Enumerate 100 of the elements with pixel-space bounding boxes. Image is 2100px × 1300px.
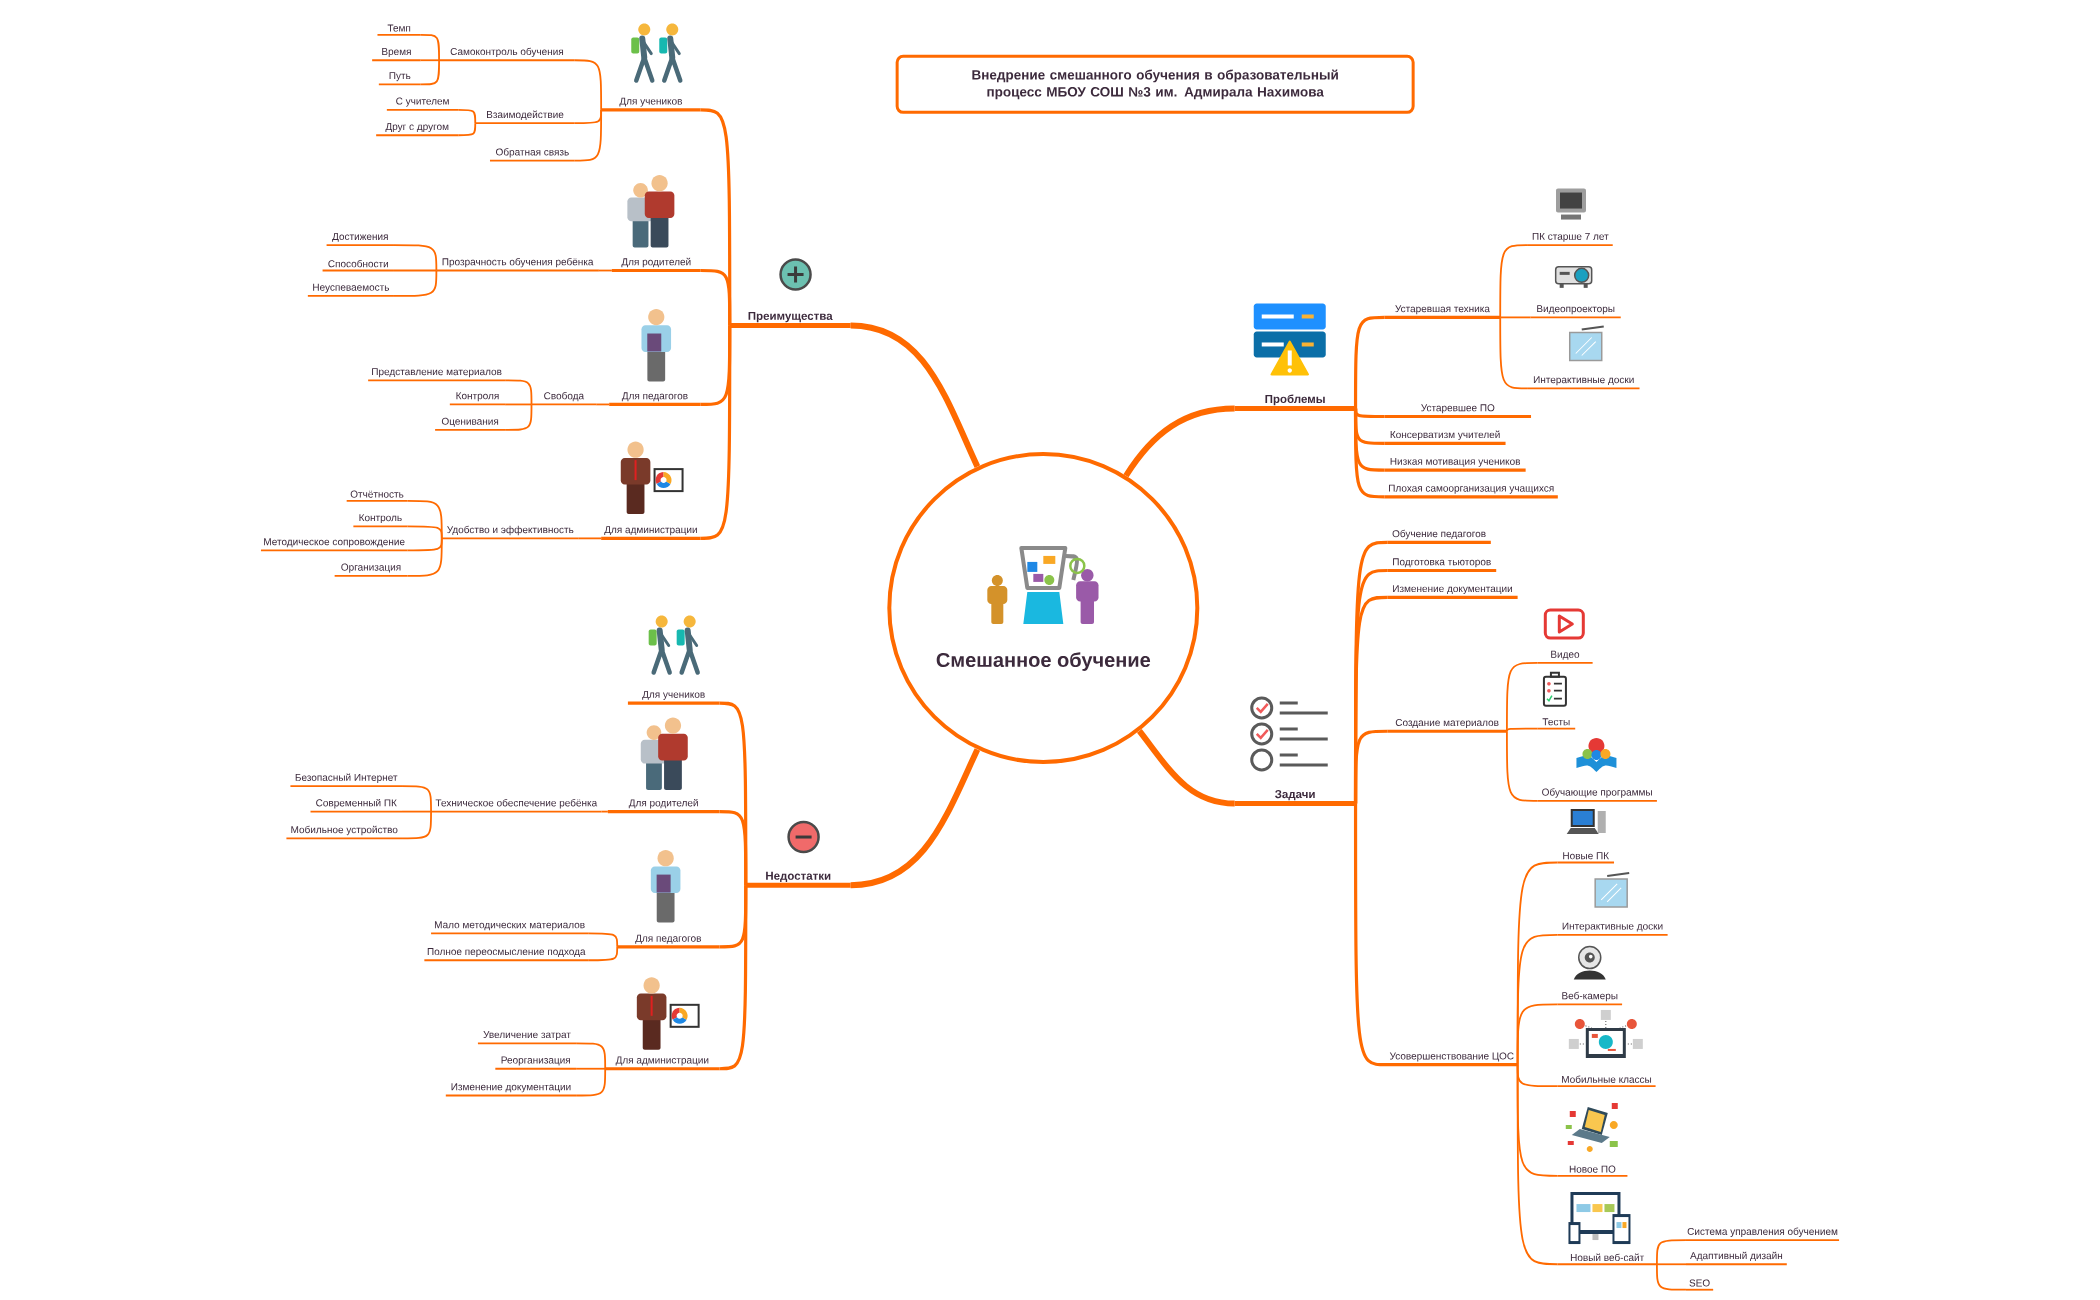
topic-label: Техническое обеспечение ребёнка	[430, 799, 603, 813]
branch-line	[1506, 730, 1539, 802]
topic-label: Видеопроекторы	[1529, 305, 1622, 319]
topic-label: Видео	[1536, 650, 1594, 664]
topic-label: Новые ПК	[1556, 852, 1615, 864]
topic-label: Плохая самоорганизация учащихся	[1384, 484, 1558, 499]
branch-line	[575, 1067, 607, 1097]
branch-line	[700, 268, 732, 326]
branch-line	[401, 785, 432, 813]
topic-label: Задачи	[1234, 790, 1356, 807]
topic-label: Для администрации	[605, 1056, 720, 1071]
topic-label: Неуспеваемость	[306, 283, 395, 297]
branch-line	[1506, 727, 1539, 733]
topic-label: Темп	[376, 24, 422, 36]
topic-label: Изменение документации	[444, 1083, 577, 1097]
topic-label: Устаревшее ПО	[1384, 404, 1532, 419]
topic-label: Устаревшая техника	[1384, 305, 1501, 319]
topic-label: Для родителей	[607, 798, 720, 814]
topic-label: Методическое сопровождение	[260, 538, 409, 552]
topic-label: Обучение педагогов	[1387, 529, 1491, 544]
topic-label: Для педагогов	[609, 392, 701, 407]
topic-label: Проблемы	[1234, 394, 1356, 411]
branch-line	[850, 748, 981, 889]
topic-label: Отчётность	[345, 490, 409, 502]
branch-line	[401, 810, 432, 840]
topic-label: Реорганизация	[494, 1056, 577, 1070]
topic-label: Мобильные классы	[1556, 1075, 1657, 1088]
topic-label: Создание материалов	[1387, 719, 1507, 733]
branch-line	[457, 122, 477, 137]
topic-label: Новое ПО	[1556, 1165, 1629, 1177]
topic-label: Для учеников	[601, 97, 701, 112]
topic-label: Для учеников	[627, 690, 720, 705]
topic-label: Удобство и эффективность	[440, 525, 580, 540]
topic-label: Для родителей	[611, 257, 701, 273]
topic-label: Полное переосмысление подхода	[423, 948, 590, 962]
topic-label: Взаимодействие	[474, 110, 576, 125]
branch-line	[1656, 1263, 1687, 1266]
topic-label: Низкая мотивация учеников	[1384, 457, 1526, 472]
branch-line	[600, 810, 609, 813]
topic-label: Веб-камеры	[1556, 991, 1623, 1006]
topic-label: SEO	[1685, 1279, 1715, 1291]
topic-label: Современный ПК	[309, 798, 403, 813]
topic-label: Для администрации	[601, 526, 701, 540]
topic-label: Друг с другом	[375, 123, 460, 137]
topic-label: Мало методических материалов	[430, 921, 590, 935]
topic-label: Система управления обучением	[1685, 1227, 1840, 1242]
branch-line	[598, 269, 613, 272]
topic-label: Свобода	[530, 391, 598, 406]
branch-line	[1656, 1239, 1687, 1266]
branch-line	[419, 59, 440, 86]
branch-line	[1123, 405, 1235, 478]
topic-label: Безопасный Интернет	[289, 773, 403, 788]
topic-label: Способности	[321, 259, 395, 272]
topic-label: Недостатки	[745, 871, 851, 888]
branch-line	[504, 403, 533, 406]
branch-line	[419, 33, 440, 62]
topic-label: Консерватизм учителей	[1384, 430, 1506, 445]
topic-label: Самоконтроль обучения	[438, 47, 576, 62]
branch-line	[457, 108, 477, 125]
topic-label: Изменение документации	[1387, 585, 1518, 599]
topic-label: Контроля	[448, 392, 507, 406]
topic-label: Усовершенствование ЦОС	[1386, 1052, 1518, 1067]
branch-line	[1516, 1003, 1559, 1066]
branch-line	[1516, 1063, 1559, 1266]
branch-line	[1353, 408, 1385, 499]
branch-line	[575, 1067, 607, 1070]
topic-label: Путь	[377, 72, 422, 86]
branch-line	[1136, 729, 1235, 807]
topic-label: ПК старше 7 лет	[1527, 232, 1614, 246]
topic-label: Для педагогов	[617, 934, 720, 949]
topic-label: Интерактивные доски	[1527, 376, 1641, 390]
topic-label: С учителем	[385, 97, 460, 111]
topic-label: Подготовка тьюторов	[1387, 558, 1497, 573]
branch-line	[1506, 662, 1539, 733]
topic-label: Время	[371, 48, 422, 62]
branch-line	[1353, 729, 1388, 804]
topic-label: Тесты	[1536, 718, 1577, 730]
topic-label: Адаптивный дизайн	[1685, 1251, 1788, 1266]
branch-line	[401, 810, 432, 813]
branch-line	[1499, 316, 1529, 390]
branch-line	[595, 403, 611, 406]
branch-line	[573, 108, 603, 162]
branch-line	[406, 537, 443, 577]
branch-line	[504, 379, 533, 406]
topic-label: Преимущества	[729, 311, 851, 328]
branch-line	[575, 1042, 607, 1070]
topic-label: Интерактивные доски	[1556, 922, 1669, 936]
topic-label: Представление материалов	[367, 368, 507, 382]
topic-label: Прозрачность обучения ребёнка	[435, 257, 600, 272]
branch-line	[393, 244, 438, 272]
branch-line	[504, 403, 533, 431]
topic-label: Оценивания	[434, 417, 506, 431]
branch-line	[719, 810, 748, 886]
branch-line	[1499, 244, 1529, 319]
topic-label: Организация	[333, 563, 409, 577]
branch-line	[850, 322, 981, 468]
topic-label: Обратная связь	[489, 148, 576, 162]
branch-line	[587, 932, 619, 948]
branch-line	[406, 525, 443, 540]
topic-label: Обучающие программы	[1536, 788, 1658, 802]
